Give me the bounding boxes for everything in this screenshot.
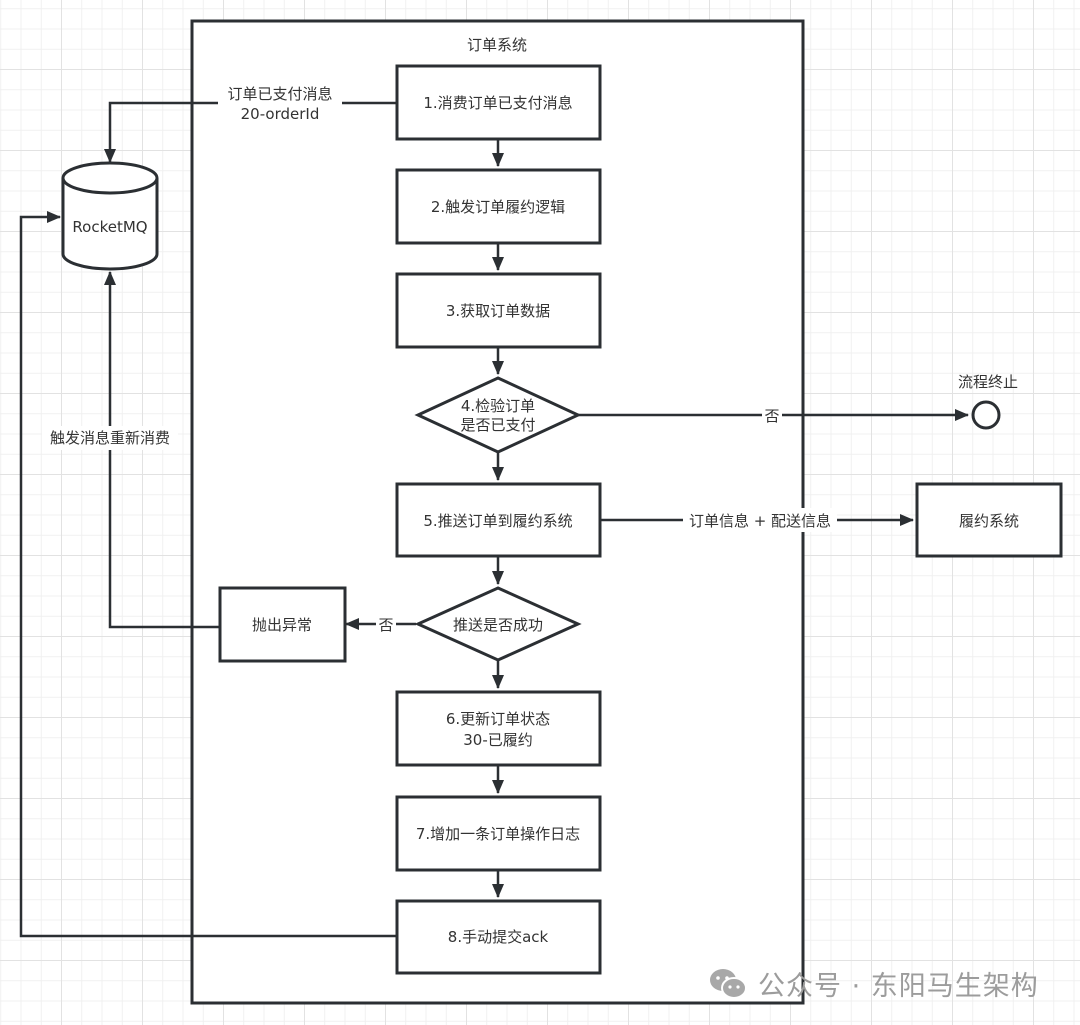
edge-ack-to-mq[interactable] — [19, 211, 397, 938]
cylinder-body — [61, 178, 159, 271]
wechat-icon — [710, 968, 747, 999]
node-step8[interactable]: 8.手动提交ack — [395, 899, 602, 975]
node-label: 1.消费订单已支付消息 — [423, 94, 572, 112]
node-push-decision[interactable]: 推送是否成功 — [414, 586, 582, 662]
node-label: RocketMQ — [72, 218, 147, 236]
edge-label-bg — [762, 404, 782, 426]
edge-label-bg — [218, 82, 342, 124]
node-label: 7.增加一条订单操作日志 — [416, 825, 580, 843]
node-throw-exception[interactable]: 抛出异常 — [218, 586, 347, 663]
node-label: 2.触发订单履约逻辑 — [431, 198, 565, 216]
node-label-line1: 4.检验订单 — [461, 397, 535, 415]
node-label: 抛出异常 — [252, 616, 312, 634]
container-title: 订单系统 — [467, 36, 527, 54]
node-step5[interactable]: 5.推送订单到履约系统 — [395, 482, 602, 558]
node-fulfillment-system[interactable]: 履约系统 — [915, 482, 1063, 558]
node-terminate[interactable]: 流程终止 — [958, 373, 1018, 430]
edge-retry-to-mq[interactable] — [104, 271, 220, 629]
edge-label-retry: 触发消息重新消费 — [50, 429, 170, 447]
node-label-line2: 是否已支付 — [460, 416, 535, 434]
edge-label-order-id: 20-orderId — [241, 105, 320, 123]
node-step7[interactable]: 7.增加一条订单操作日志 — [395, 795, 602, 872]
edge-label-push-no: 否 — [378, 616, 393, 634]
node-label: 推送是否成功 — [453, 616, 543, 634]
node-label: 5.推送订单到履约系统 — [423, 512, 572, 530]
node-label: 流程终止 — [958, 373, 1018, 391]
node-label-line2: 30-已履约 — [463, 731, 533, 749]
edge-label-bg — [42, 426, 178, 450]
edge-label-push-payload: 订单信息 + 配送信息 — [689, 512, 831, 530]
node-step6[interactable]: 6.更新订单状态 30-已履约 — [395, 690, 602, 767]
cylinder-top — [61, 161, 159, 195]
node-step3[interactable]: 3.获取订单数据 — [395, 272, 602, 349]
edge-label-bg — [683, 508, 837, 532]
edge-label-bg — [376, 613, 396, 635]
edge-label-message: 订单已支付消息 — [227, 85, 332, 103]
node-step1[interactable]: 1.消费订单已支付消息 — [395, 64, 602, 141]
node-step2[interactable]: 2.触发订单履约逻辑 — [395, 168, 602, 245]
end-circle-icon — [971, 400, 1001, 430]
node-rocketmq[interactable]: RocketMQ — [61, 161, 159, 271]
node-label: 8.手动提交ack — [448, 928, 549, 946]
watermark-text: 公众号 · 东阳马生架构 — [758, 971, 1039, 1002]
watermark: 公众号 · 东阳马生架构 — [708, 964, 1039, 1003]
node-label: 3.获取订单数据 — [446, 302, 550, 320]
node-label: 履约系统 — [959, 512, 1019, 530]
node-label-line1: 6.更新订单状态 — [446, 710, 550, 728]
edge-label-check-no: 否 — [764, 407, 779, 425]
node-step4-decision[interactable]: 4.检验订单 是否已支付 — [414, 376, 582, 454]
